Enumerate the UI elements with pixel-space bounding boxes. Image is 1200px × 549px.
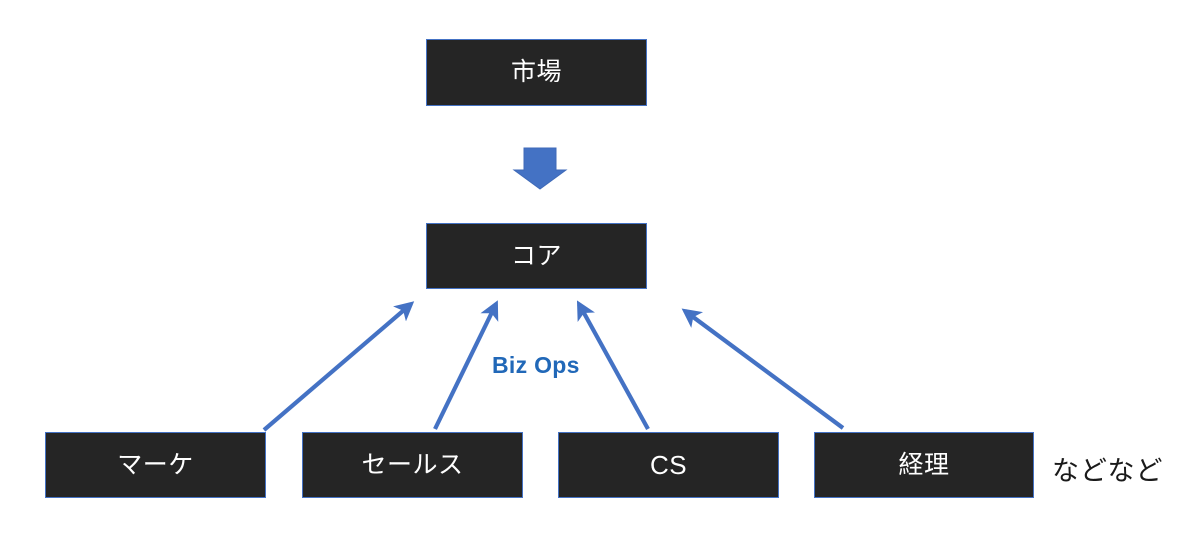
node-market-label: 市場 xyxy=(510,58,562,86)
node-department-cs-label: CS xyxy=(649,450,688,480)
node-department-marke-label: マーケ xyxy=(117,450,194,479)
node-department-cs[interactable]: CS xyxy=(558,432,779,498)
node-department-marke[interactable]: マーケ xyxy=(45,432,266,498)
node-market[interactable]: 市場 xyxy=(426,39,647,106)
block-arrow-down-icon xyxy=(512,147,568,190)
biz-ops-label: Biz Ops xyxy=(492,352,580,378)
arrow-marke-to-core xyxy=(262,301,415,432)
etc-label: などなど xyxy=(1052,456,1164,486)
arrow-sales-to-core xyxy=(433,300,499,430)
node-core[interactable]: コア xyxy=(426,223,647,289)
node-department-keiri-label: 経理 xyxy=(898,450,950,479)
node-department-sales-label: セールス xyxy=(361,450,464,479)
node-core-label: コア xyxy=(510,241,562,270)
arrow-cs-to-core xyxy=(576,300,650,431)
node-department-sales[interactable]: セールス xyxy=(302,432,523,498)
node-department-keiri[interactable]: 経理 xyxy=(814,432,1034,498)
arrow-keiri-to-core xyxy=(681,308,845,430)
